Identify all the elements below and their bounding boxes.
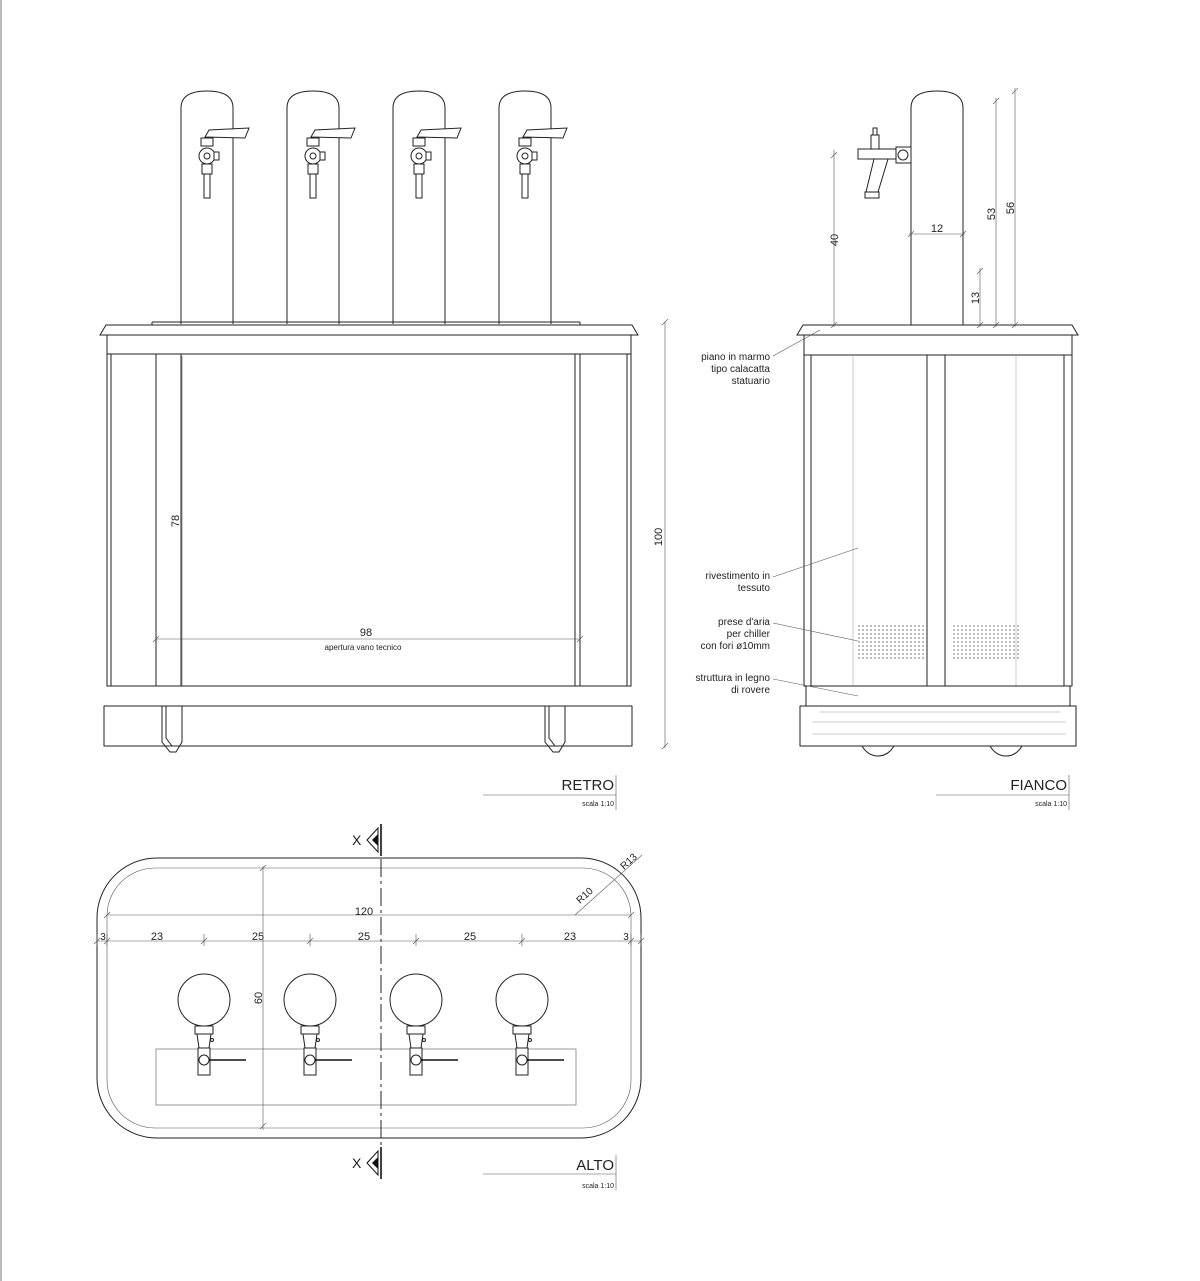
top-dim-seg-25-c: 25 [464, 931, 476, 943]
back-base-plinth [103, 705, 633, 747]
top-tech-panel [155, 1048, 577, 1106]
top-view-title: ALTO [576, 1157, 614, 1174]
annotation-vents-line3: con fori ø10mm [701, 641, 770, 652]
svg-text:X: X [352, 1155, 362, 1171]
side-base-plinth [799, 705, 1077, 747]
annotation-vents-line2: per chiller [727, 629, 771, 640]
top-tap-3 [389, 973, 458, 1076]
annotation-fabric-line2: tessuto [738, 583, 771, 594]
back-dim-78: 78 [170, 515, 182, 527]
side-air-vents [858, 625, 1019, 659]
top-taps [177, 973, 564, 1076]
back-opening-label: apertura vano tecnico [325, 643, 402, 652]
top-dim-seg-3-left: 3 [100, 932, 106, 943]
top-dim-seg-25-b: 25 [358, 931, 370, 943]
back-tap-columns [180, 90, 552, 324]
top-dim-seg-23-right: 23 [564, 931, 576, 943]
back-faucets [198, 127, 568, 199]
side-view: 40 12 13 53 56 piano in marmo tipo calac… [696, 87, 1079, 810]
top-tap-2 [283, 973, 352, 1076]
annotation-wood: struttura in legno di rovere [696, 673, 859, 697]
side-view-scale: scala 1:10 [1035, 801, 1067, 808]
annotation-fabric-line1: rivestimento in [706, 571, 770, 582]
annotation-fabric: rivestimento in tessuto [706, 547, 859, 594]
back-view-title: RETRO [562, 777, 615, 794]
annotation-wood-line1: struttura in legno [696, 673, 771, 684]
side-dim-40: 40 [829, 234, 841, 246]
top-dim-120: 120 [355, 906, 373, 918]
side-vent-grid-2 [953, 625, 1019, 659]
top-dim-seg-3-right: 3 [623, 932, 629, 943]
top-tap-1 [177, 973, 246, 1076]
annotation-marble: piano in marmo tipo calacatta statuario [701, 329, 821, 387]
side-view-title: FIANCO [1010, 777, 1067, 794]
svg-text:X: X [352, 832, 362, 848]
annotation-vents-line1: prese d'aria [718, 617, 770, 628]
annotation-marble-line2: tipo calacatta [711, 364, 770, 375]
top-dim-60: 60 [253, 992, 265, 1004]
top-view-scale: scala 1:10 [582, 1183, 614, 1190]
side-vent-grid-1 [858, 625, 924, 659]
annotation-marble-line3: statuario [732, 376, 771, 387]
annotation-wood-line2: di rovere [731, 685, 770, 696]
back-view: 78 98 apertura vano tecnico 100 RETRO sc… [99, 90, 669, 810]
back-faucet-2 [304, 127, 356, 199]
side-dim-12: 12 [931, 223, 943, 235]
top-dim-seg-25-a: 25 [252, 931, 264, 943]
top-dim-ticks [93, 934, 645, 946]
back-dim-100: 100 [653, 528, 665, 546]
top-dim-seg-23-left: 23 [151, 931, 163, 943]
side-tap-column [910, 90, 964, 325]
side-faucet [857, 127, 912, 199]
back-dim-98: 98 [360, 627, 372, 639]
side-wheel-right [989, 745, 1023, 757]
back-technical-opening [155, 353, 581, 687]
top-outline-inner [106, 867, 632, 1129]
back-wheel-right [544, 706, 566, 753]
back-view-scale: scala 1:10 [582, 801, 614, 808]
side-dim-53: 53 [986, 208, 998, 220]
annotation-vents: prese d'aria per chiller con fori ø10mm [701, 617, 859, 652]
top-tap-4 [495, 973, 564, 1076]
back-faucet-3 [410, 127, 462, 199]
annotation-marble-line1: piano in marmo [701, 352, 770, 363]
side-dim-13: 13 [970, 292, 982, 304]
top-outline-outer [96, 857, 642, 1139]
section-marker-bottom: X [352, 1147, 382, 1179]
back-wheel-left [161, 706, 183, 753]
section-marker-top: X [352, 824, 382, 856]
side-dim-56: 56 [1005, 202, 1017, 214]
back-faucet-4 [516, 127, 568, 199]
back-faucet-1 [198, 127, 250, 199]
side-wheel-left [861, 745, 895, 757]
